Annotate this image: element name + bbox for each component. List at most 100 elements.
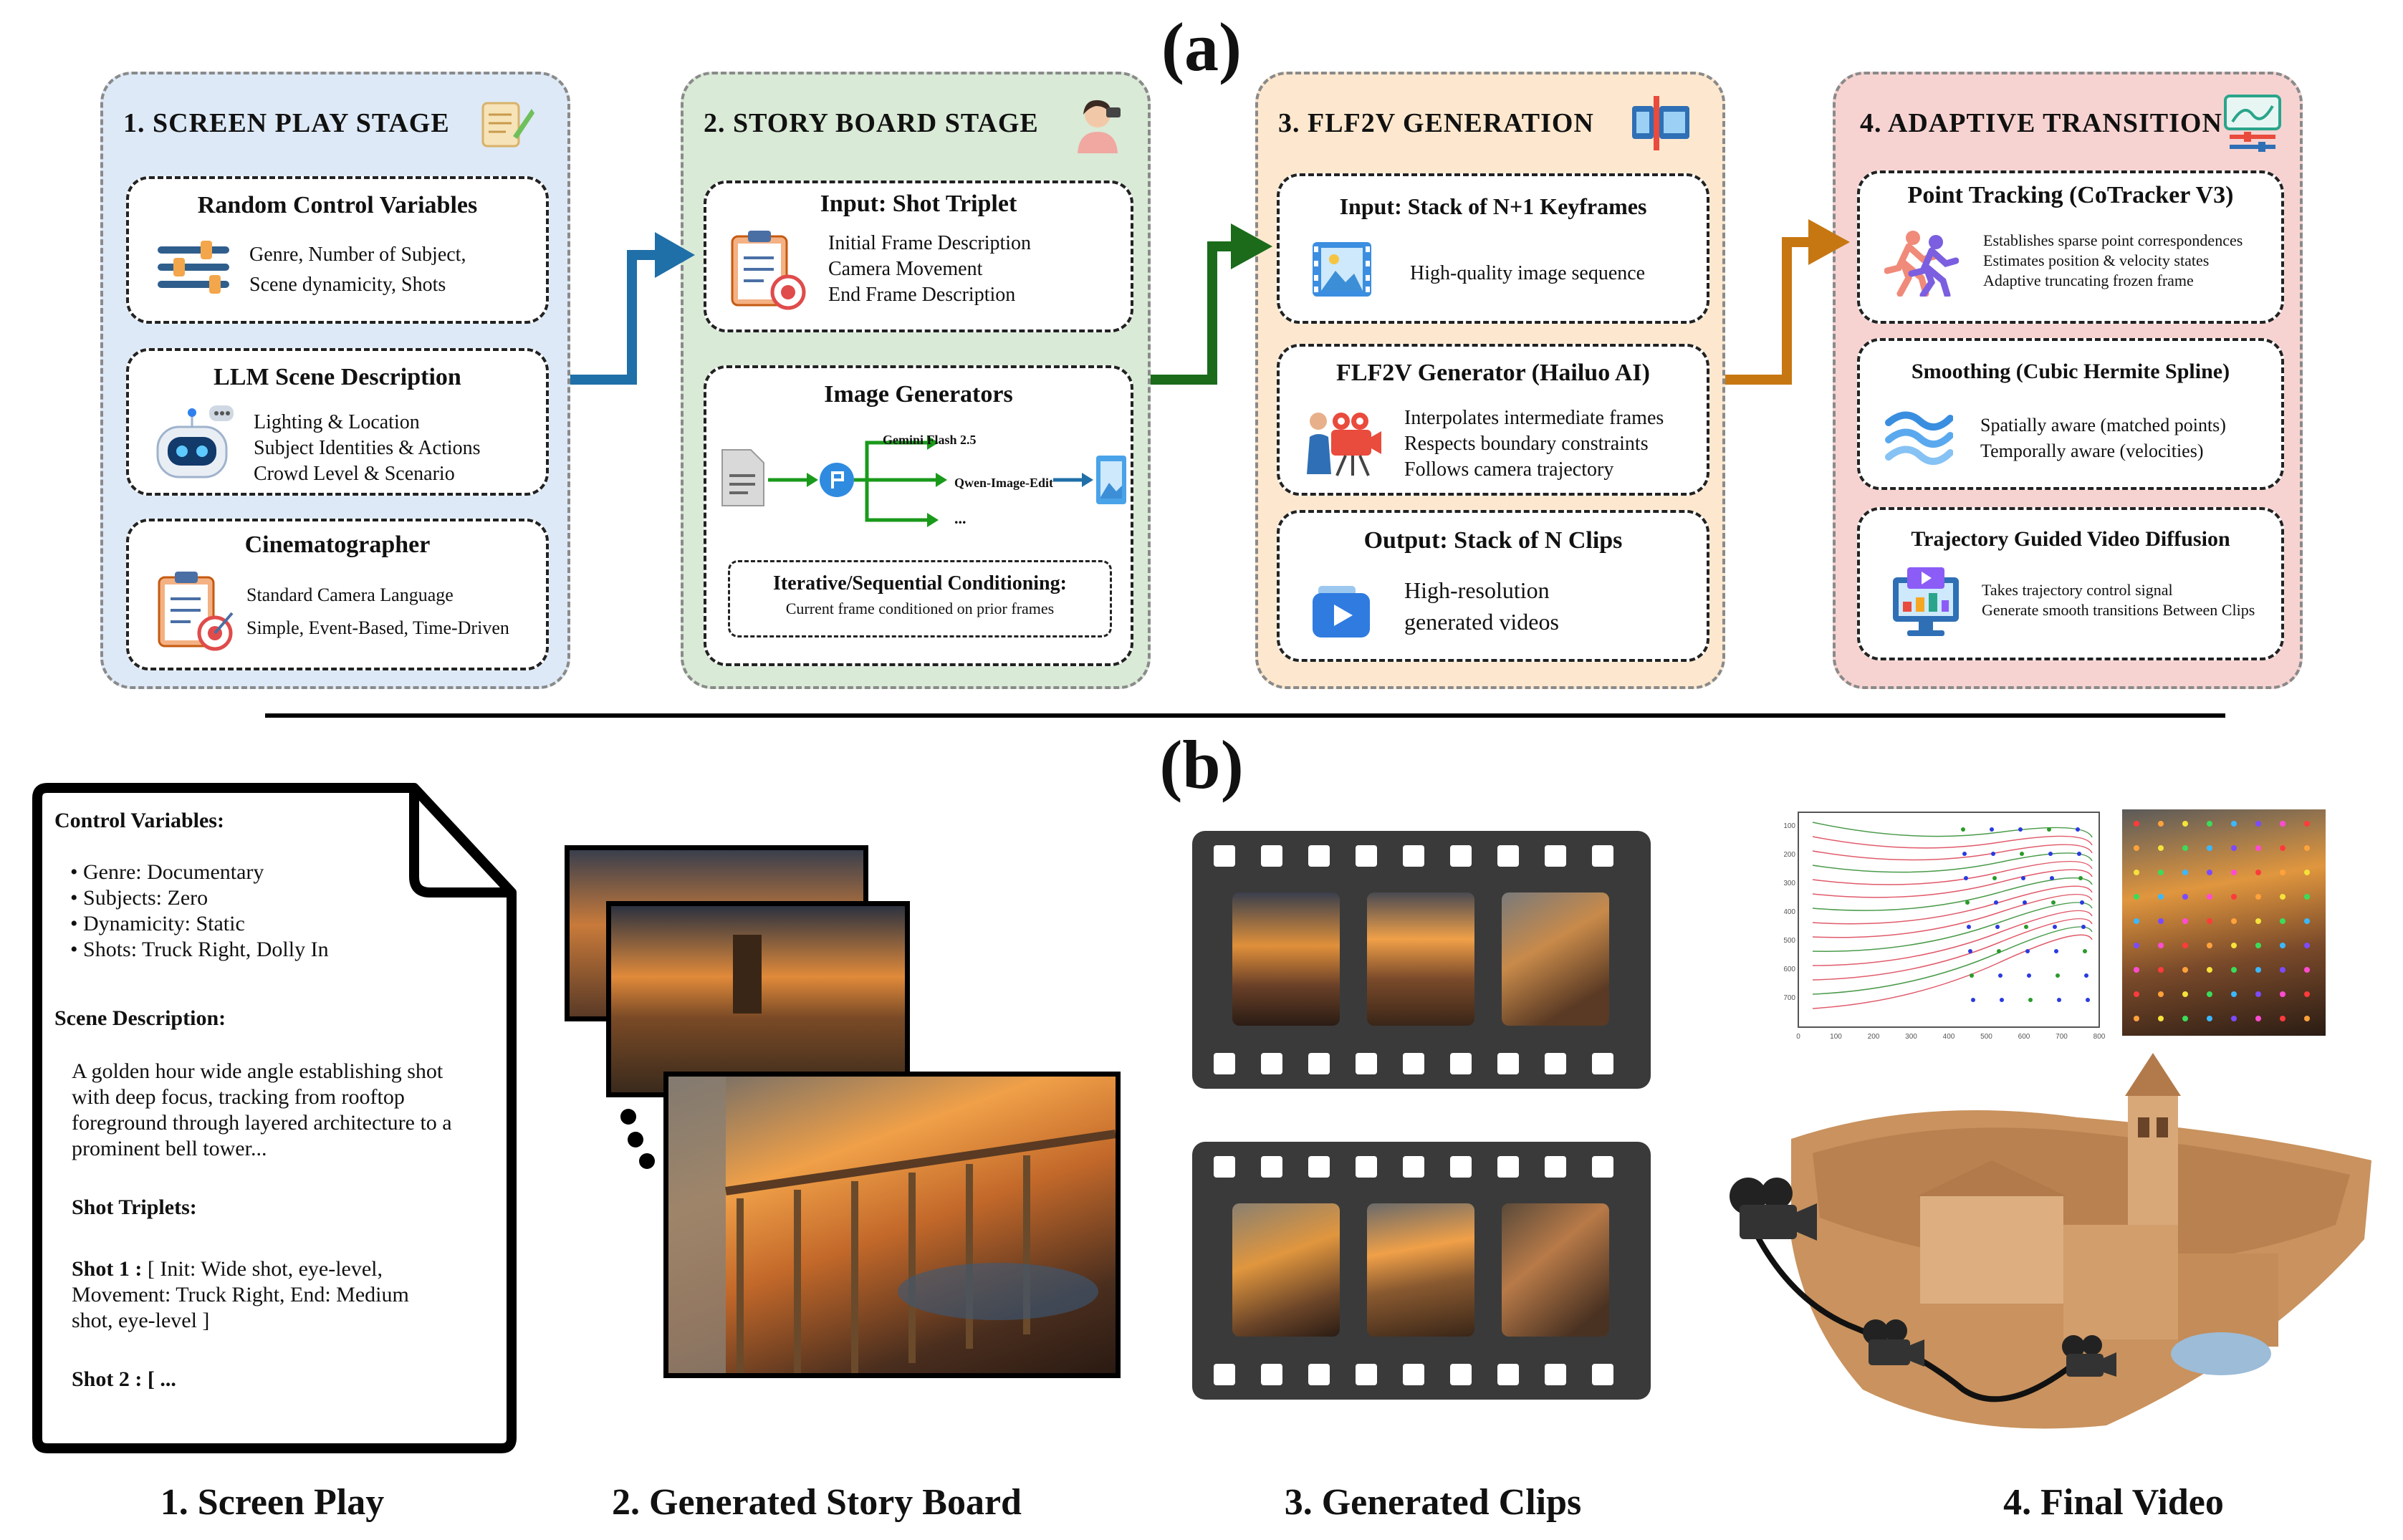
tracked-points-overlay: [2134, 821, 2310, 1021]
tracked-point: [2134, 870, 2139, 875]
track-curve: [1812, 926, 2093, 995]
y-tick-labels: 100 200 300 400 500 600 700: [1784, 822, 1795, 1002]
bottom-label-final-video: 4. Final Video: [2003, 1482, 2224, 1523]
track-point: [2083, 949, 2087, 953]
smoothing-card: Smoothing (Cubic Hermite Spline) Spatial…: [1857, 338, 2284, 490]
tracked-point: [2304, 821, 2310, 827]
track-point: [1967, 925, 1971, 929]
track-point: [2081, 925, 2086, 929]
storyboard-frame-2: [606, 901, 910, 1097]
track-point: [1990, 827, 1994, 832]
track-point: [1971, 998, 1975, 1002]
x-tick-label: 700: [2056, 1033, 2068, 1041]
clip-frame: [1367, 892, 1474, 1026]
card-line: Follows camera trajectory: [1404, 458, 1614, 481]
tracked-point: [2207, 894, 2212, 900]
card-line: Lighting & Location: [254, 411, 420, 433]
tracked-point: [2207, 821, 2212, 827]
branch-label-more: ...: [954, 509, 967, 527]
tracked-point: [2231, 821, 2237, 827]
shot1-label: Shot 1 :: [72, 1257, 143, 1281]
y-tick-label: 600: [1784, 966, 1795, 973]
track-point: [2000, 998, 2004, 1002]
wave-lines-icon: [1885, 411, 1953, 465]
tracked-point: [2255, 845, 2261, 851]
clip-frame: [1232, 892, 1340, 1026]
card-line: High-resolution: [1404, 577, 1550, 603]
bell-tower-silhouette: [733, 935, 762, 1014]
tracked-point: [2255, 991, 2261, 997]
tracked-point: [2280, 967, 2286, 973]
clipboard-target-icon: [158, 572, 234, 651]
part-b-label: (b): [1159, 726, 1244, 803]
track-curve: [1812, 934, 2093, 1009]
track-point: [1992, 876, 1997, 880]
tracked-point: [2304, 845, 2310, 851]
tracked-point: [2158, 967, 2164, 973]
track-point: [2056, 973, 2060, 978]
tracked-point: [2255, 943, 2261, 948]
track-point: [2054, 949, 2058, 953]
track-curve: [1812, 877, 2093, 911]
track-point: [1964, 876, 1968, 880]
tracked-point: [2255, 967, 2261, 973]
scene-description-line: foreground through layered architecture …: [72, 1111, 452, 1135]
flf2v-generator-card: FLF2V Generator (Hailuo AI) Interpolates…: [1277, 344, 1709, 496]
clips-output-card: Output: Stack of N Clips High-resolution…: [1277, 510, 1709, 662]
x-tick-label: 0: [1796, 1033, 1800, 1041]
track-curve: [1812, 910, 2093, 966]
tracked-point: [2255, 870, 2261, 875]
tracked-point: [2134, 894, 2139, 900]
card-line: Scene dynamicity, Shots: [249, 274, 446, 296]
tracked-point: [2158, 845, 2164, 851]
card-line: Genre, Number of Subject,: [249, 244, 466, 266]
track-point: [2018, 827, 2023, 832]
camera-icon: [2062, 1335, 2116, 1377]
tracked-point: [2182, 845, 2188, 851]
track-point: [2048, 852, 2053, 856]
tracked-point: [2280, 845, 2286, 851]
bottom-label-story-board: 2. Generated Story Board: [612, 1482, 1022, 1523]
tracked-point: [2280, 918, 2286, 924]
cinematographer-card: Cinematographer Standard Camera Language…: [126, 519, 549, 670]
tracked-point: [2134, 967, 2139, 973]
x-tick-labels: 0 100 200 300 400 500 600 700 800: [1796, 1033, 2106, 1041]
sub-card-text: Current frame conditioned on prior frame…: [785, 600, 1055, 617]
scene-description-line: prominent bell tower...: [72, 1137, 267, 1160]
track-curve: [1812, 869, 2093, 898]
tracked-point: [2207, 918, 2212, 924]
tracked-point: [2207, 870, 2212, 875]
clip-frame: [1502, 1203, 1609, 1337]
tracked-point: [2207, 943, 2212, 948]
tracked-point: [2158, 918, 2164, 924]
track-point: [2057, 998, 2061, 1002]
y-tick-label: 200: [1784, 851, 1795, 859]
track-curve: [1812, 835, 2093, 849]
tracked-point: [2231, 1016, 2237, 1021]
tracked-point: [2207, 967, 2212, 973]
track-point: [1991, 852, 1995, 856]
track-point: [1970, 973, 1974, 978]
tracked-point: [2304, 991, 2310, 997]
running-figures-icon: [1884, 231, 1959, 297]
part-a-label: (a): [1161, 9, 1242, 85]
track-point: [1961, 827, 1965, 832]
track-point: [1995, 925, 2000, 929]
tracked-point: [2182, 918, 2188, 924]
x-tick-label: 800: [2093, 1033, 2106, 1041]
adaptive-transition-stage-panel: 4. ADAPTIVE TRANSITION Point Tracking (C…: [1833, 72, 2303, 689]
section-divider: [265, 713, 2225, 718]
track-point: [2050, 876, 2054, 880]
card-title: Input: Stack of N+1 Keyframes: [1339, 193, 1647, 219]
tracked-point: [2182, 870, 2188, 875]
tracked-point: [2182, 991, 2188, 997]
robot-icon: [156, 405, 234, 478]
random-control-variables-card: Random Control Variables Genre, Number o…: [126, 176, 549, 324]
track-point: [2024, 925, 2028, 929]
card-title: Point Tracking (CoTracker V3): [1907, 182, 2234, 208]
film-strip-2: [1192, 1142, 1651, 1400]
track-point: [1965, 900, 1970, 905]
card-line: Respects boundary constraints: [1404, 433, 1649, 455]
tracked-point: [2207, 991, 2212, 997]
tracked-point: [2158, 821, 2164, 827]
